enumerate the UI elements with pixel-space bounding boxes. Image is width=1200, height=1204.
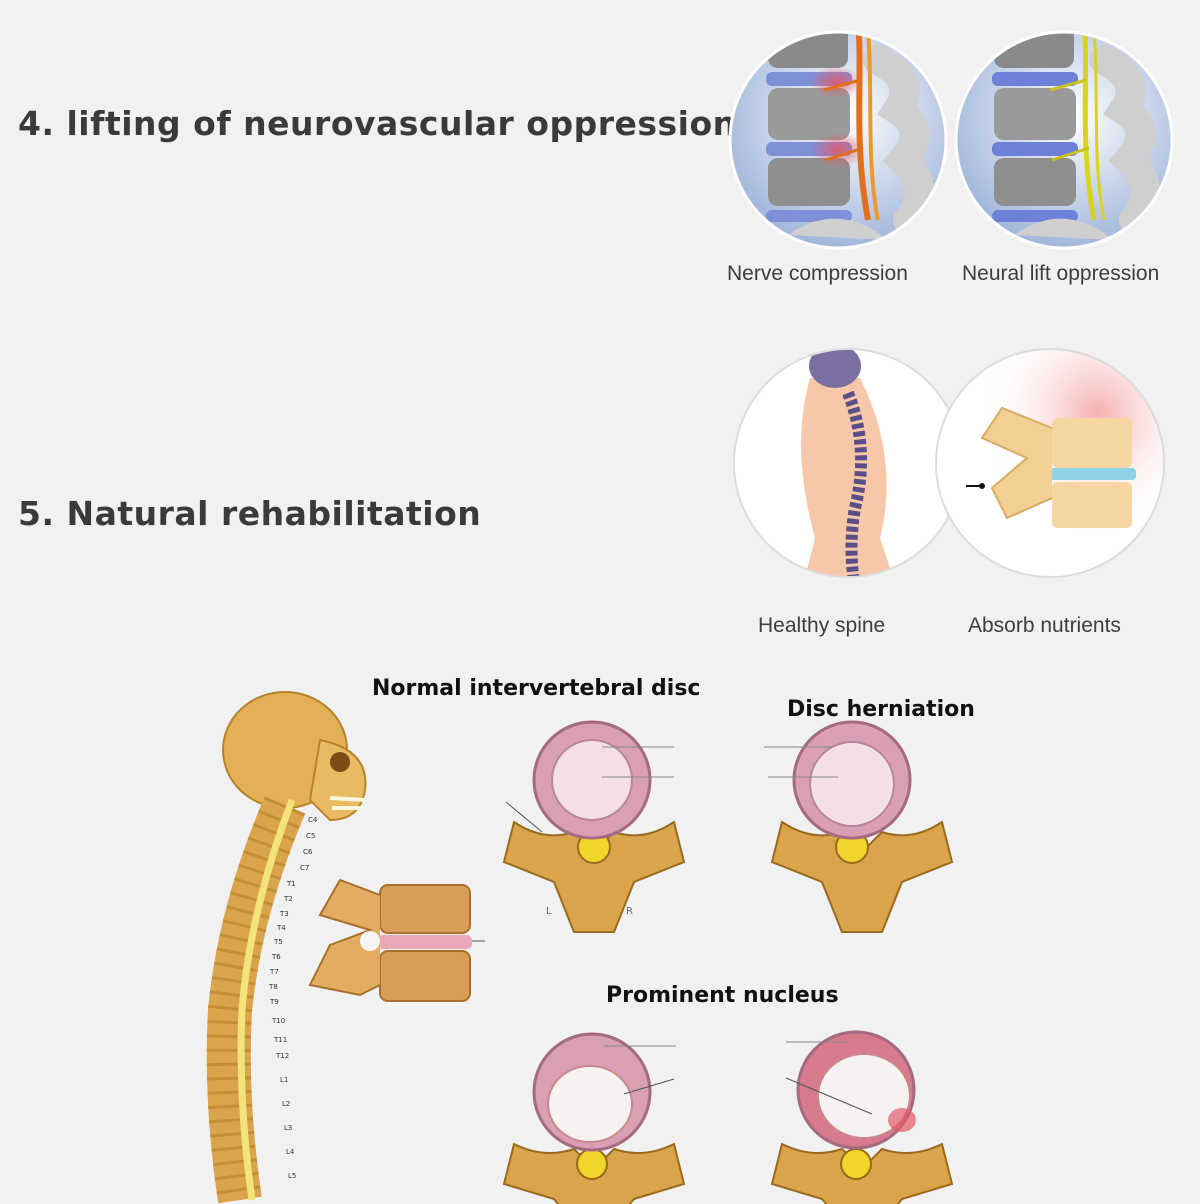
side-label-right: R: [626, 906, 633, 917]
disc-herniation-cross-section: [764, 720, 954, 933]
prominent-nucleus-cross-section-2: [770, 1030, 954, 1204]
vertebra-label: C7: [300, 864, 309, 872]
title-disc-herniation: Disc herniation: [787, 697, 975, 722]
skull-spine-illustration: C4 C5 C6 C7 T1 T2 T3 T4 T5 T6 T7 T8 T9 T…: [206, 691, 485, 1204]
side-label-left: L: [546, 906, 552, 917]
vertebra-label: L4: [286, 1148, 295, 1156]
vertebra-label: T5: [273, 938, 283, 946]
caption-neural-lift-oppression: Neural lift oppression: [962, 262, 1160, 285]
caption-absorb-nutrients: Absorb nutrients: [968, 614, 1121, 637]
vertebra-label: C6: [303, 848, 313, 856]
vertebra-label: T12: [275, 1052, 289, 1060]
vertebra-label: T7: [269, 968, 279, 976]
vertebra-label: T2: [283, 895, 293, 903]
vertebra-label: C4: [308, 816, 318, 824]
vertebra-label: L3: [284, 1124, 292, 1132]
title-prominent-nucleus: Prominent nucleus: [606, 983, 839, 1008]
vertebra-label: L2: [282, 1100, 290, 1108]
side-view-vertebrae: [308, 878, 485, 1002]
vertebra-label: C5: [306, 832, 315, 840]
title-normal-disc: Normal intervertebral disc: [372, 676, 701, 701]
vertebra-label: T6: [271, 953, 281, 961]
vertebra-label-list: C4 C5 C6 C7 T1 T2 T3 T4 T5 T6 T7 T8 T9 T…: [268, 816, 318, 1180]
caption-nerve-compression: Nerve compression: [727, 262, 908, 285]
vertebra-label: T10: [271, 1017, 285, 1025]
vertebra-label: L5: [288, 1172, 296, 1180]
section-4-heading: 4. lifting of neurovascular oppression: [18, 104, 737, 143]
vertebra-label: L1: [280, 1076, 288, 1084]
absorb-nutrients-illustration: [935, 348, 1165, 578]
vertebra-label: T4: [276, 924, 286, 932]
neural-lift-illustration: [954, 30, 1174, 250]
section-5-heading: 5. Natural rehabilitation: [18, 494, 482, 533]
caption-healthy-spine: Healthy spine: [758, 614, 886, 637]
vertebra-label: T9: [269, 998, 279, 1006]
nerve-compression-illustration: [728, 30, 948, 250]
prominent-nucleus-cross-section-1: [502, 1032, 686, 1204]
vertebra-label: T3: [279, 910, 289, 918]
healthy-spine-illustration: [733, 348, 963, 578]
vertebra-label: T1: [286, 880, 296, 888]
vertebra-label: T8: [268, 983, 278, 991]
normal-disc-cross-section: L R: [502, 720, 686, 933]
vertebra-label: T11: [273, 1036, 287, 1044]
